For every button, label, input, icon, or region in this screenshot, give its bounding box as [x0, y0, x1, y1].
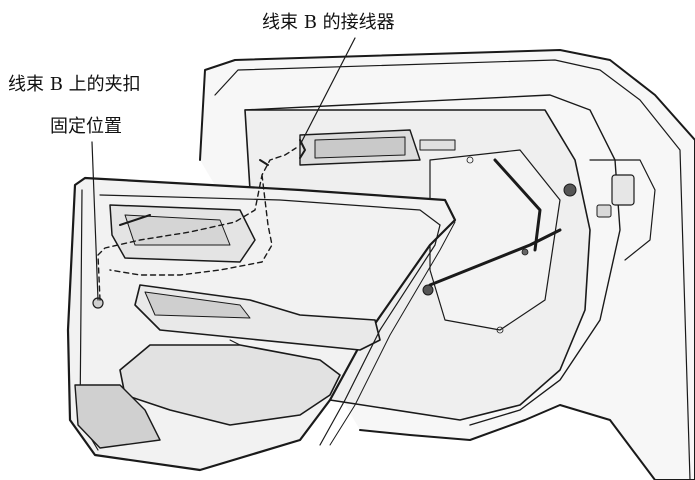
clip-callout-label-line2: 固定位置 — [50, 116, 122, 137]
leader-line-clip — [91, 141, 99, 301]
connector-callout-label: 线束 B 的接线器 — [262, 12, 395, 33]
clip-callout-label-line1: 线束 B 上的夹扣 — [8, 74, 141, 95]
harness-b-path — [97, 147, 297, 301]
door-trim-panel — [66, 176, 457, 472]
leader-line-connector — [299, 37, 356, 146]
